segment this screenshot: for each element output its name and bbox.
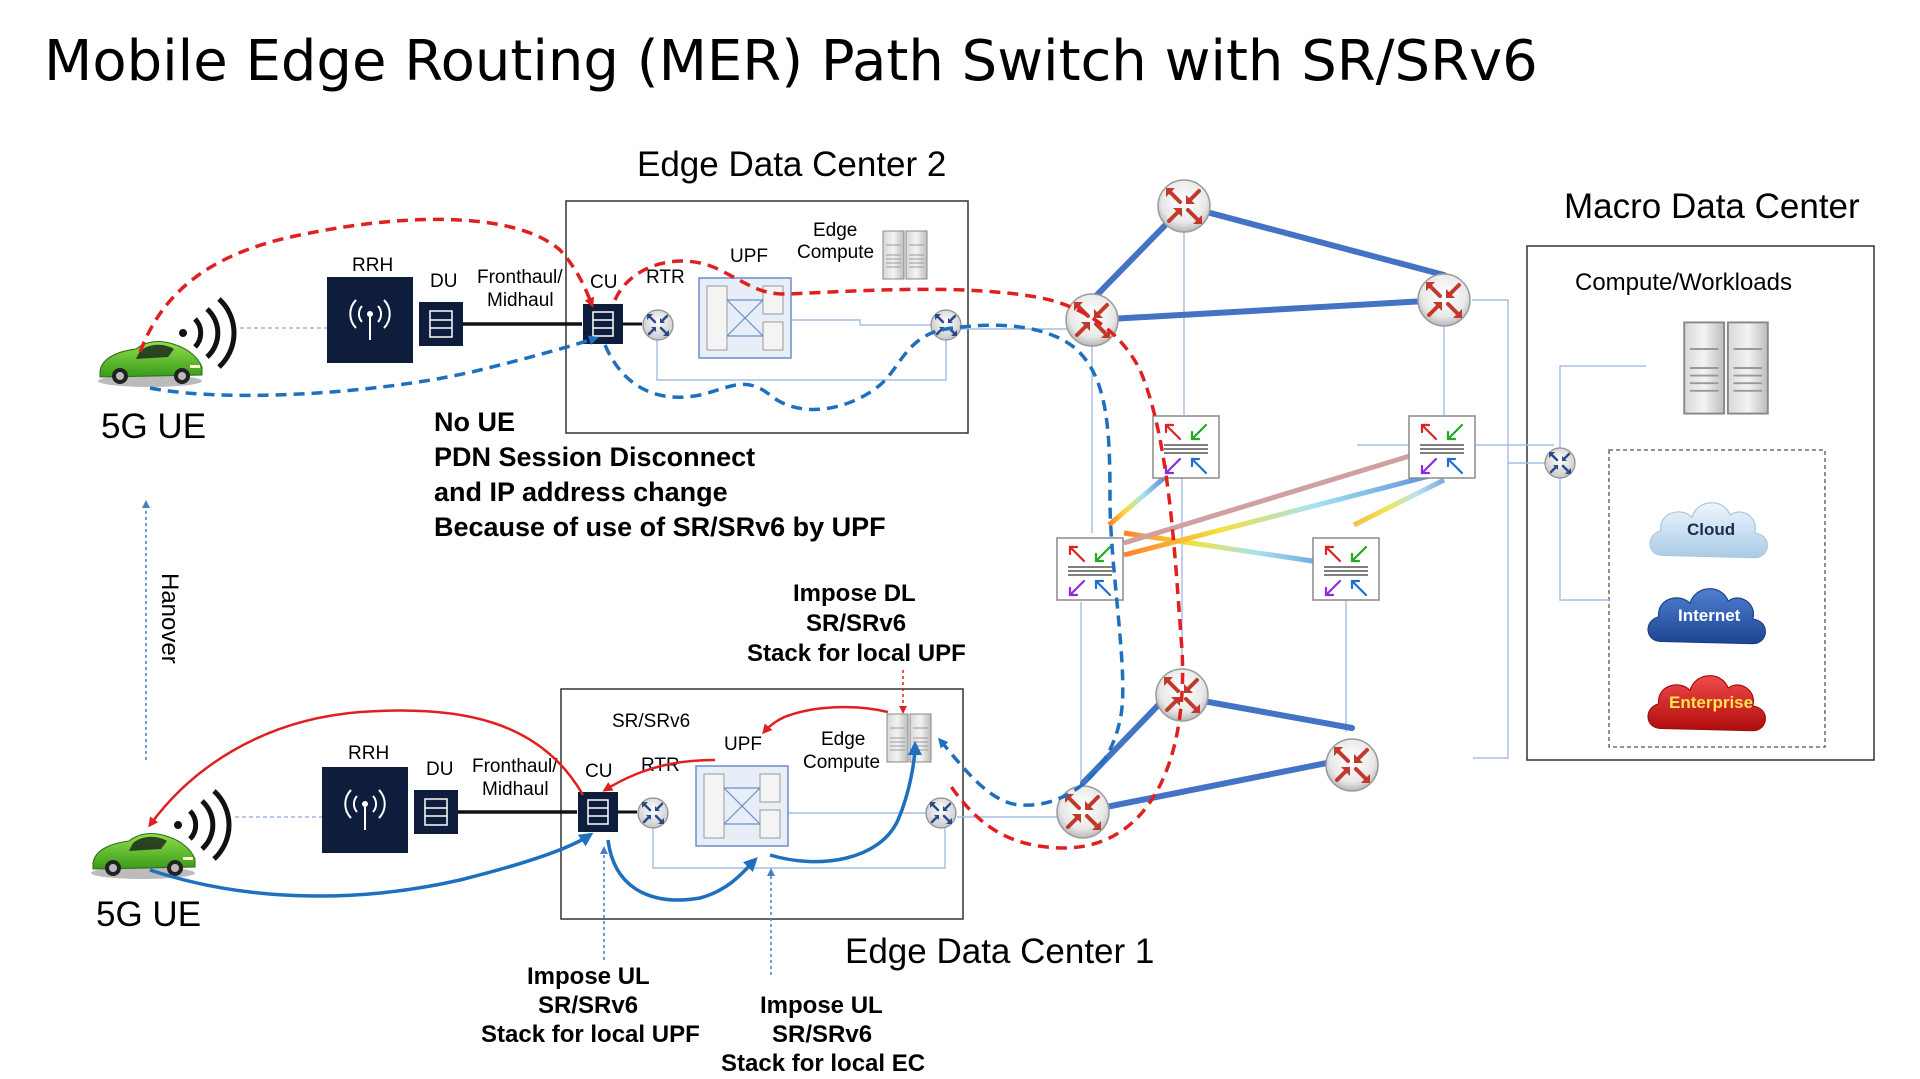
cloud-label: Cloud bbox=[1687, 520, 1735, 539]
impose-ul-ec-line-2: SR/SRv6 bbox=[772, 1021, 872, 1048]
note-line-4: Because of use of SR/SRv6 by UPF bbox=[434, 512, 886, 542]
internet-label: Internet bbox=[1678, 606, 1741, 625]
no-ue-note: No UE PDN Session Disconnect and IP addr… bbox=[434, 407, 886, 542]
fronthaul-label-bottom: Fronthaul/ bbox=[472, 756, 558, 777]
du-label-top: DU bbox=[430, 271, 457, 292]
cu-label-bottom: CU bbox=[585, 761, 612, 782]
core-links bbox=[1078, 203, 1447, 815]
compute-workloads-label: Compute/Workloads bbox=[1575, 269, 1792, 296]
impose-ul-ec-line-3: Stack for local EC bbox=[721, 1050, 925, 1077]
edge-compute-label-bottom-1: Edge bbox=[821, 729, 865, 750]
new-downlink-path bbox=[148, 705, 889, 828]
cu-label-top: CU bbox=[590, 272, 617, 293]
edge-compute-label-top-1: Edge bbox=[813, 220, 857, 241]
sdn-rainbow-links bbox=[1107, 442, 1446, 569]
note-line-2: PDN Session Disconnect bbox=[434, 442, 755, 472]
core-router-top-right[interactable] bbox=[1416, 272, 1472, 328]
rrh-top[interactable] bbox=[326, 276, 414, 364]
new-uplink-path bbox=[149, 741, 922, 902]
old-downlink-path bbox=[138, 217, 1185, 850]
impose-ul-ec-label: Impose UL SR/SRv6 Stack for local EC bbox=[721, 992, 925, 1077]
impose-ul-upf-label: Impose UL SR/SRv6 Stack for local UPF bbox=[481, 963, 700, 1048]
upf-label-bottom: UPF bbox=[724, 734, 762, 755]
du-top[interactable] bbox=[419, 302, 463, 346]
page-title: Mobile Edge Routing (MER) Path Switch wi… bbox=[44, 29, 1538, 94]
macro-server-icon bbox=[1683, 321, 1769, 415]
ue-label-top: 5G UE bbox=[101, 407, 206, 446]
ue-car-bottom bbox=[90, 833, 196, 880]
internet-icon[interactable]: Internet bbox=[1647, 588, 1766, 645]
du-label-bottom: DU bbox=[426, 759, 453, 780]
midhaul-label-top: Midhaul bbox=[487, 290, 554, 311]
sdn-switch-lower-right[interactable] bbox=[1311, 536, 1381, 602]
core-router-dc1-edge[interactable] bbox=[1055, 784, 1111, 840]
enterprise-icon[interactable]: Enterprise bbox=[1647, 675, 1766, 732]
edge-dc1-title: Edge Data Center 1 bbox=[845, 932, 1154, 971]
midhaul-label-bottom: Midhaul bbox=[482, 779, 549, 800]
du-bottom[interactable] bbox=[414, 790, 458, 834]
old-uplink-path bbox=[149, 323, 1125, 807]
cu-top[interactable] bbox=[582, 303, 624, 345]
edge-router-top[interactable] bbox=[929, 308, 963, 342]
handover-label: Hanover bbox=[156, 573, 183, 664]
upf-top[interactable] bbox=[698, 277, 792, 359]
rrh-bottom[interactable] bbox=[321, 766, 409, 854]
edge-compute-server-top[interactable] bbox=[882, 230, 928, 280]
rtr-label-top: RTR bbox=[646, 267, 685, 288]
macro-dc-router[interactable] bbox=[1543, 446, 1577, 480]
impose-dl-label: Impose DL SR/SRv6 Stack for local UPF bbox=[747, 580, 966, 667]
core-router-dc2-edge[interactable] bbox=[1064, 292, 1120, 348]
upf-bottom[interactable] bbox=[695, 765, 789, 847]
cu-bottom[interactable] bbox=[577, 791, 619, 833]
rtr-bottom[interactable] bbox=[636, 796, 670, 830]
impose-ul-upf-line-2: SR/SRv6 bbox=[538, 992, 638, 1019]
macro-dc-frame bbox=[1526, 245, 1875, 761]
note-line-3: and IP address change bbox=[434, 477, 728, 507]
edge-compute-server-bottom[interactable] bbox=[886, 713, 932, 763]
impose-ul-upf-line-1: Impose UL bbox=[527, 963, 650, 990]
edge-router-bottom[interactable] bbox=[924, 796, 958, 830]
rtr-top[interactable] bbox=[641, 308, 675, 342]
note-line-1: No UE bbox=[434, 407, 515, 437]
cloud-icon[interactable]: Cloud bbox=[1649, 502, 1768, 559]
impose-dl-line-2: SR/SRv6 bbox=[806, 610, 906, 637]
core-router-top[interactable] bbox=[1156, 178, 1212, 234]
impose-dl-line-3: Stack for local UPF bbox=[747, 640, 966, 667]
cloud-services-frame bbox=[1608, 449, 1826, 748]
impose-dl-line-1: Impose DL bbox=[793, 580, 916, 607]
sdn-switch-upper-right[interactable] bbox=[1407, 414, 1477, 480]
upf-label-top: UPF bbox=[730, 246, 768, 267]
rrh-label-top: RRH bbox=[352, 255, 393, 276]
edge-dc2-title: Edge Data Center 2 bbox=[637, 145, 946, 184]
ue-car-top bbox=[97, 341, 203, 388]
impose-ul-ec-line-1: Impose UL bbox=[760, 992, 883, 1019]
edge-dc2-frame bbox=[565, 200, 969, 434]
macro-dc-title: Macro Data Center bbox=[1564, 187, 1860, 226]
fronthaul-label-top: Fronthaul/ bbox=[477, 267, 563, 288]
rrh-label-bottom: RRH bbox=[348, 743, 389, 764]
ue-label-bottom: 5G UE bbox=[96, 895, 201, 934]
srv6-label-bottom: SR/SRv6 bbox=[612, 711, 690, 732]
impose-ul-upf-line-3: Stack for local UPF bbox=[481, 1021, 700, 1048]
enterprise-label: Enterprise bbox=[1669, 693, 1753, 712]
core-router-bottom-right[interactable] bbox=[1324, 737, 1380, 793]
edge-compute-label-top-2: Compute bbox=[797, 242, 874, 263]
edge-compute-label-bottom-2: Compute bbox=[803, 752, 880, 773]
